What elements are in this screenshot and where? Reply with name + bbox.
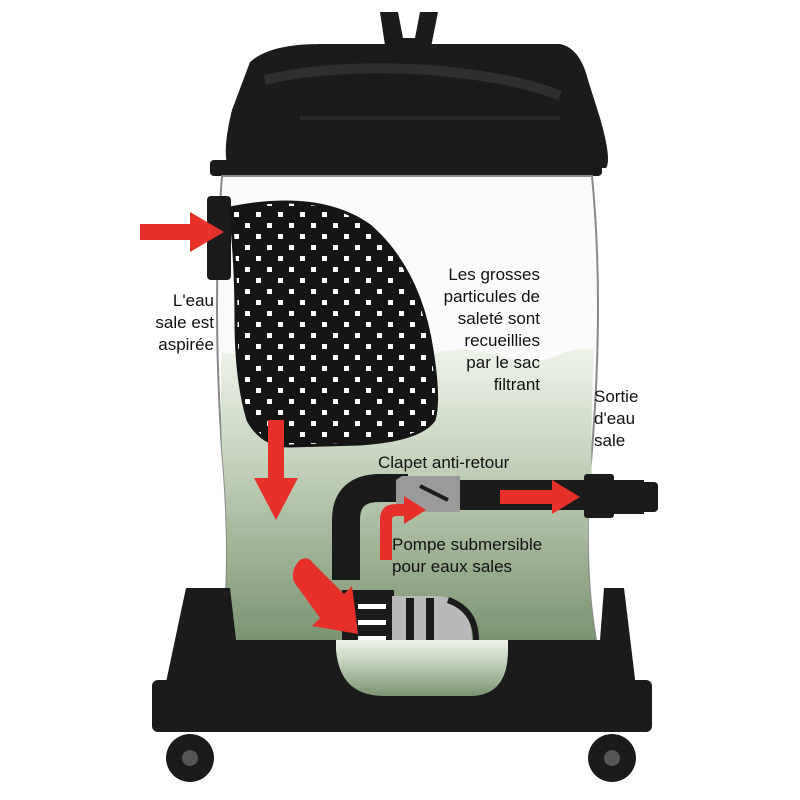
pump-label: Pompe submersible pour eaux sales <box>392 535 543 576</box>
valve-label: Clapet anti-retour <box>378 453 510 472</box>
inlet-label: L'eau sale est aspirée <box>155 291 214 354</box>
filter-bag-label: Les grosses particules de saleté sont re… <box>443 265 540 394</box>
filter-bag-icon <box>228 200 439 448</box>
red-arrow-icon <box>140 212 580 634</box>
base <box>152 588 652 732</box>
inlet-port <box>207 196 231 280</box>
outlet-label: Sortie d'eau sale <box>594 387 639 450</box>
wheel-icon <box>166 734 636 782</box>
lid <box>210 12 608 242</box>
outlet-connector <box>584 474 658 518</box>
